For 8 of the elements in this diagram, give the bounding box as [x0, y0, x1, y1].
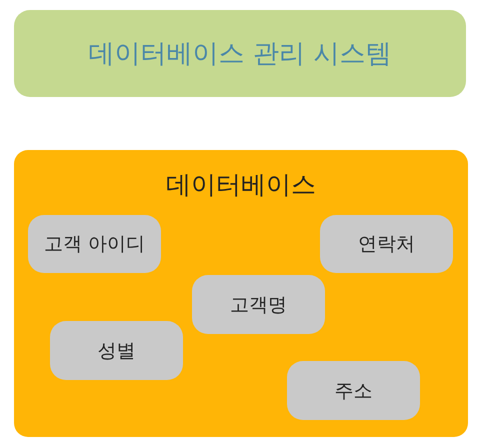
- panel-heading: 데이터베이스: [165, 169, 317, 201]
- database-panel: [14, 150, 468, 437]
- attribute-box: 연락처: [320, 215, 453, 273]
- attribute-box: 주소: [287, 361, 420, 420]
- attribute-box: 성별: [50, 321, 183, 380]
- title-box: 데이터베이스 관리 시스템: [14, 10, 466, 97]
- attribute-box: 고객 아이디: [28, 215, 161, 273]
- attribute-box: 고객명: [192, 275, 325, 334]
